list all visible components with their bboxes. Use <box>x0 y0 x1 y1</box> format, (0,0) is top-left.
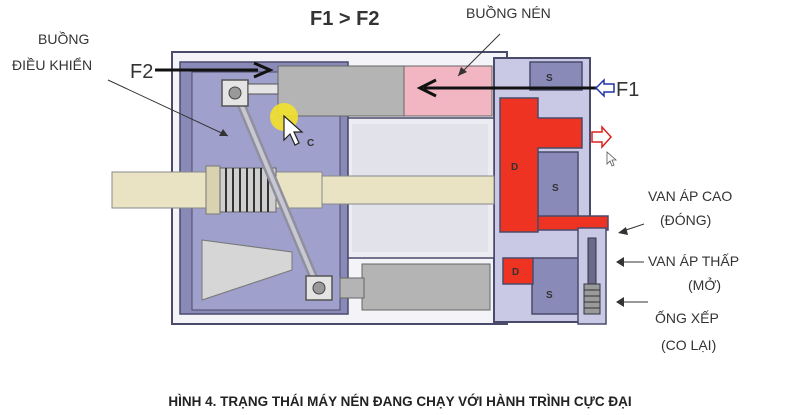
upper-joint-arm <box>247 83 279 95</box>
region-letter-d-upper: D <box>511 162 518 173</box>
discharge-passage <box>537 215 609 231</box>
low-pressure-valve-label-line2: (MỞ) <box>688 276 721 293</box>
shaft-collar <box>205 165 221 215</box>
force-f1-arrow <box>416 78 615 98</box>
bellows <box>583 283 601 315</box>
region-letter-s-top: S <box>546 73 553 84</box>
lower-piston <box>361 263 491 311</box>
diagram-title: F1 > F2 <box>310 8 379 30</box>
bottom-suction-chamber <box>531 257 581 315</box>
lower-cylinder <box>339 263 491 311</box>
figure-caption: HÌNH 4. TRẠNG THÁI MÁY NÉN ĐANG CHẠY VỚI… <box>168 394 631 409</box>
small-cursor-icon <box>606 151 618 167</box>
lower-piston-stem <box>339 277 365 299</box>
high-pressure-valve-label-line2: (ĐÓNG) <box>660 212 711 228</box>
discharge-chamber-upper <box>499 97 583 233</box>
upper-cylinder <box>277 65 493 117</box>
top-suction-chamber <box>529 61 583 91</box>
compression-chamber-label: BUỒNG NÉN <box>466 4 551 21</box>
region-letter-c: C <box>307 138 314 149</box>
compression-space-upper <box>403 65 493 117</box>
drive-shaft <box>111 165 495 215</box>
region-letter-d-lower: D <box>512 267 519 278</box>
region-letter-s-mid: S <box>552 183 559 194</box>
swash-mechanism <box>201 79 333 301</box>
force-f2-arrow <box>155 61 274 79</box>
upper-piston <box>277 65 405 117</box>
bellows-label-line2: (CO LẠI) <box>661 337 716 353</box>
region-letter-s-bottom: S <box>546 290 553 301</box>
valve-head <box>493 57 609 325</box>
shaft-right <box>321 175 495 205</box>
force-f1-label: F1 <box>616 79 639 101</box>
control-chamber-leader <box>107 79 229 137</box>
control-chamber-label-line2: ĐIỀU KHIỂN <box>12 56 92 73</box>
valve-stem <box>587 237 597 285</box>
suction-inlet-arrow <box>594 78 615 98</box>
low-pressure-valve-label-line1: VAN ÁP THẤP <box>648 253 739 269</box>
discharge-outlet-arrow <box>591 125 613 149</box>
compression-chamber-leader <box>457 33 501 77</box>
bellows-label-line1: ỐNG XẾP <box>655 309 719 326</box>
cursor-pointer-icon <box>270 103 304 146</box>
discharge-chamber-lower <box>502 257 534 285</box>
swash-wedge <box>201 239 293 301</box>
high-pressure-valve-label-line1: VAN ÁP CAO <box>648 188 732 204</box>
force-f2-label: F2 <box>130 61 153 83</box>
control-chamber-label-line1: BUỒNG <box>38 30 89 47</box>
